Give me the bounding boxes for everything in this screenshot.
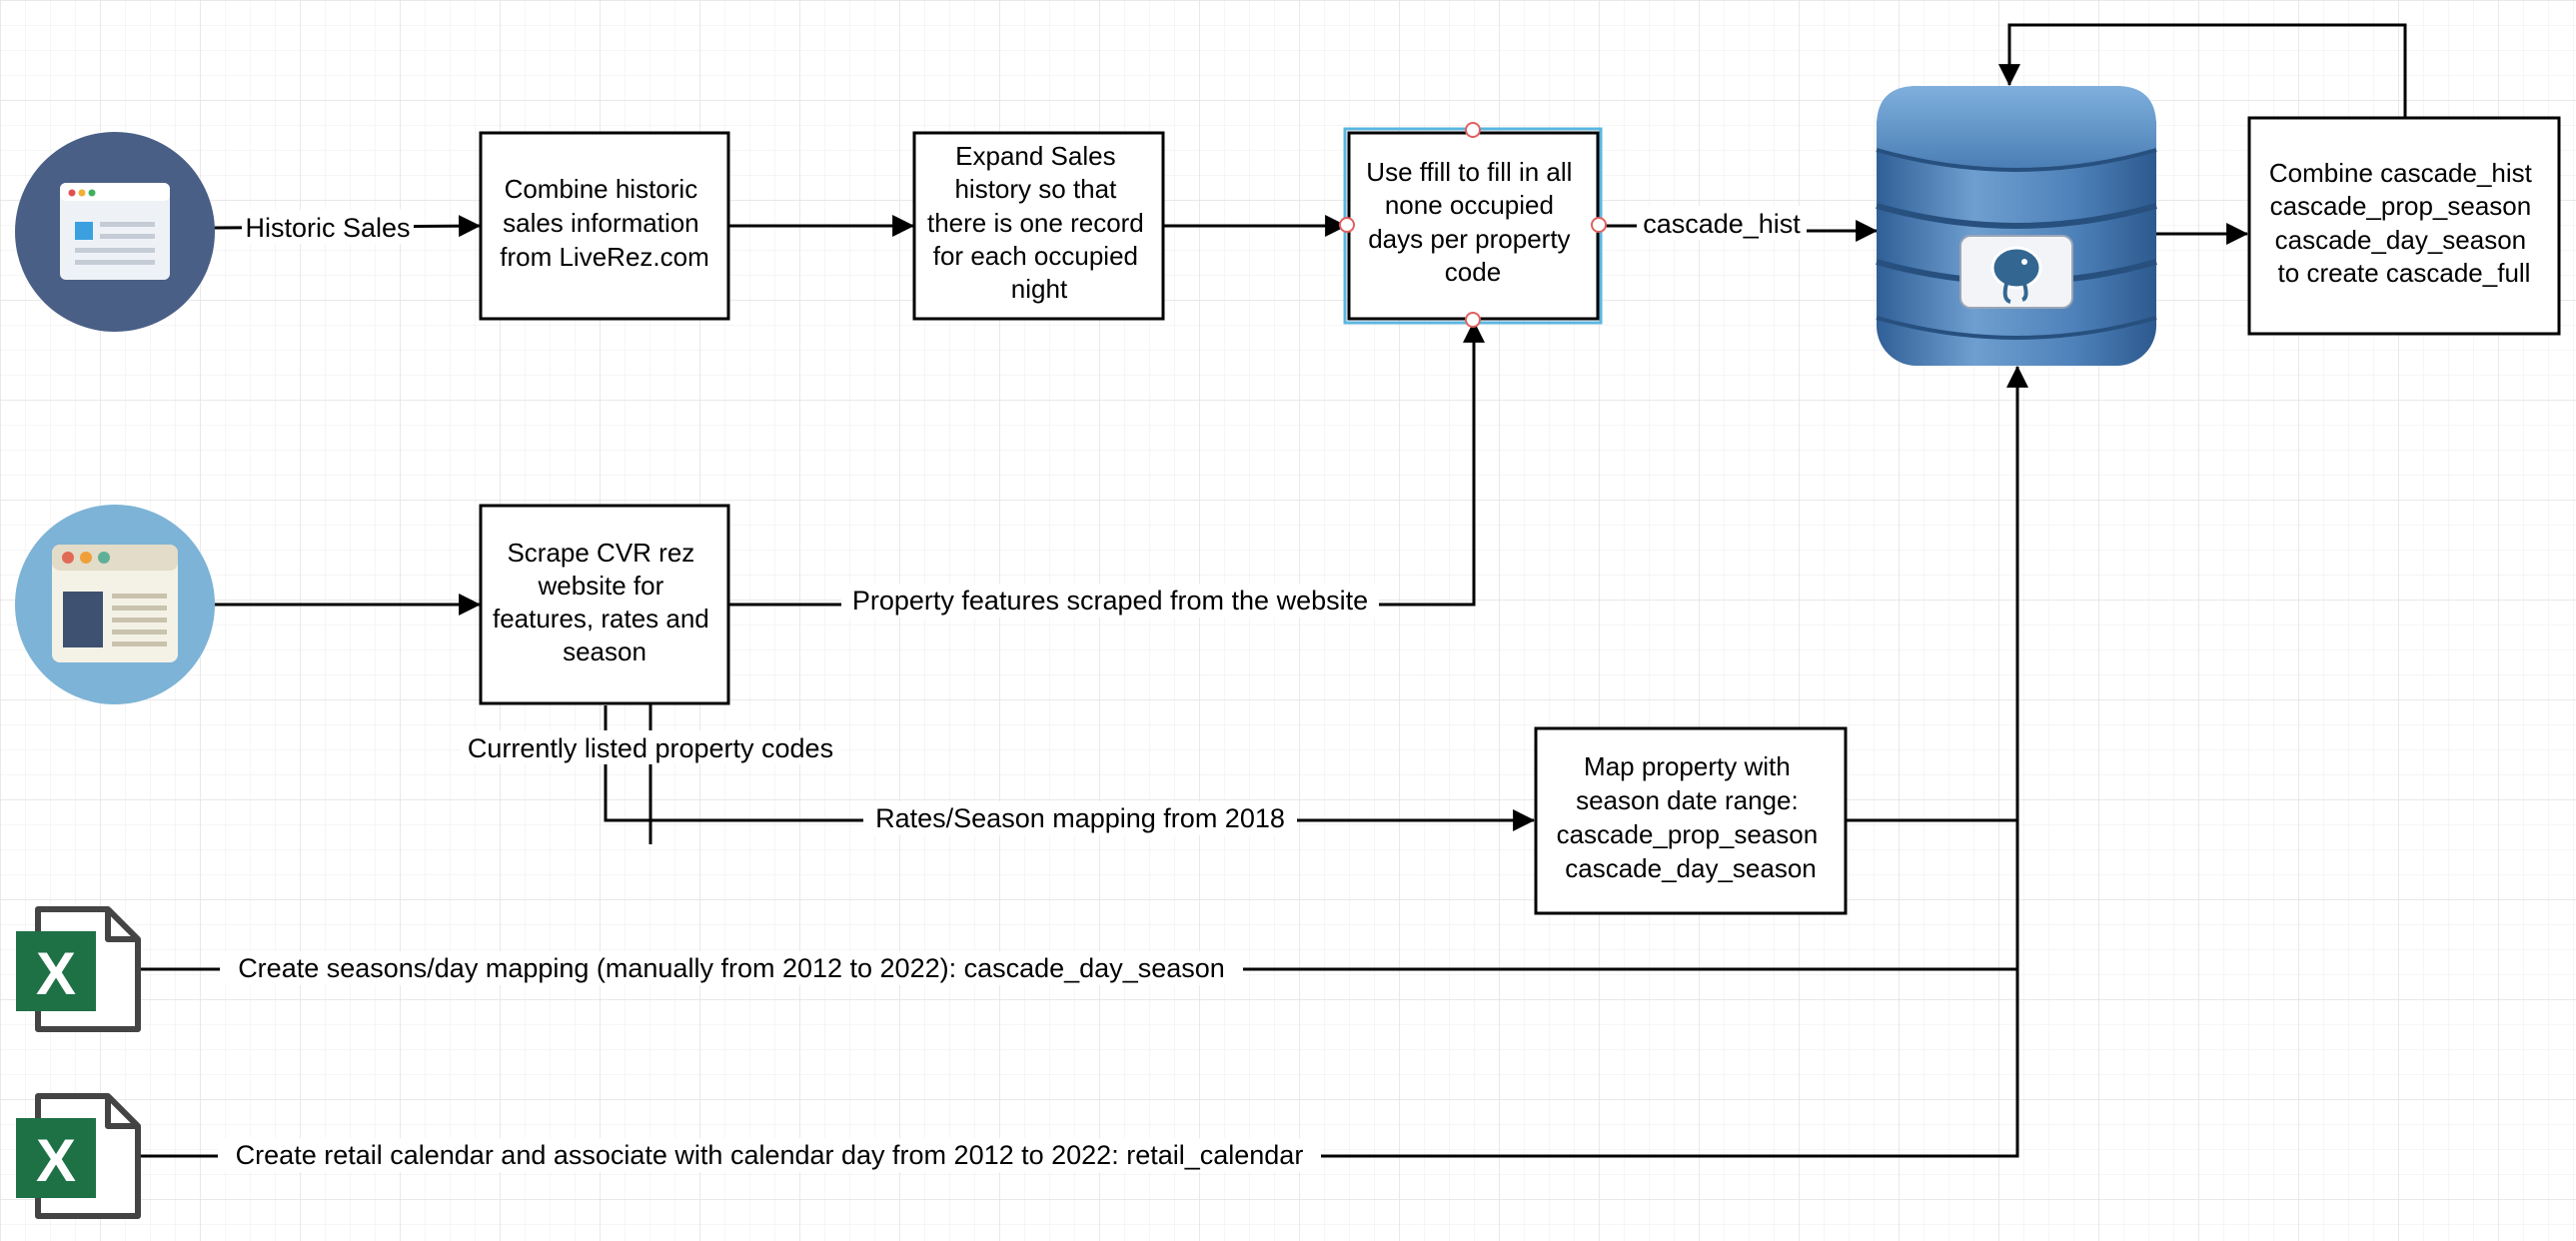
svg-text:Historic Sales: Historic Sales	[245, 213, 410, 243]
edge-label-historic-sales: Historic Sales	[242, 210, 414, 244]
selection-handle[interactable]	[1591, 217, 1607, 233]
svg-text:Create retail calendar and ass: Create retail calendar and associate wit…	[236, 1140, 1304, 1170]
node-combine-cascade[interactable]: Combine cascade_hist cascade_prop_season…	[2247, 116, 2561, 336]
excel-icon[interactable]: X	[16, 1093, 141, 1219]
edge-label-property-features: Property features scraped from the websi…	[841, 584, 1379, 618]
svg-text:Combine historic sales i: Combine historic sales information from …	[500, 174, 709, 272]
edge-label-rates-season: Rates/Season mapping from 2018	[863, 801, 1297, 835]
node-ffill[interactable]: Use ffill to fill in all none occupied d…	[1339, 122, 1607, 328]
selection-handle[interactable]	[1465, 312, 1481, 328]
svg-text:Map property with season: Map property with season date range: cas…	[1557, 751, 1826, 883]
svg-text:Use ffill to fill in all: Use ffill to fill in all none occupied d…	[1366, 157, 1579, 287]
node-expand-sales[interactable]: Expand Sales history so that there is on…	[912, 131, 1165, 321]
svg-text:Expand Sales history so: Expand Sales history so that there is on…	[927, 141, 1151, 304]
excel-icon[interactable]: X	[16, 906, 141, 1032]
svg-text:Create seasons/day mapping (ma: Create seasons/day mapping (manually fro…	[238, 953, 1225, 983]
edge-label-retail-calendar: Create retail calendar and associate wit…	[218, 1138, 1321, 1172]
svg-text:Rates/Season mapping from 201: Rates/Season mapping from 2018	[875, 803, 1285, 833]
svg-text:Scrape CVR rez website f: Scrape CVR rez website for features, rat…	[493, 538, 716, 666]
svg-text:Combine cascade_hist cas: Combine cascade_hist cascade_prop_season…	[2269, 158, 2539, 288]
edge-label-seasons-day: Create seasons/day mapping (manually fro…	[220, 951, 1243, 985]
node-combine-historic[interactable]: Combine historic sales information from …	[479, 131, 730, 321]
edge-label-cascade-hist: cascade_hist	[1637, 206, 1807, 240]
browser-window-icon[interactable]	[15, 132, 215, 332]
edge-combine-loop[interactable]	[1998, 23, 2407, 117]
postgresql-database-icon[interactable]	[1876, 86, 2157, 366]
svg-text:cascade_hist: cascade_hist	[1643, 209, 1801, 239]
edge-label-currently-listed: Currently listed property codes	[460, 730, 841, 764]
svg-text:Currently listed property code: Currently listed property codes	[468, 733, 833, 763]
svg-text:X: X	[36, 940, 76, 1007]
svg-text:X: X	[36, 1127, 76, 1194]
node-map-property[interactable]: Map property with season date range: cas…	[1534, 726, 1848, 915]
node-scrape[interactable]: Scrape CVR rez website for features, rat…	[479, 504, 730, 705]
selection-handle[interactable]	[1465, 122, 1481, 138]
selection-handle[interactable]	[1339, 217, 1355, 233]
svg-text:Property features scraped from: Property features scraped from the websi…	[852, 586, 1368, 616]
web-page-icon[interactable]	[15, 505, 215, 704]
